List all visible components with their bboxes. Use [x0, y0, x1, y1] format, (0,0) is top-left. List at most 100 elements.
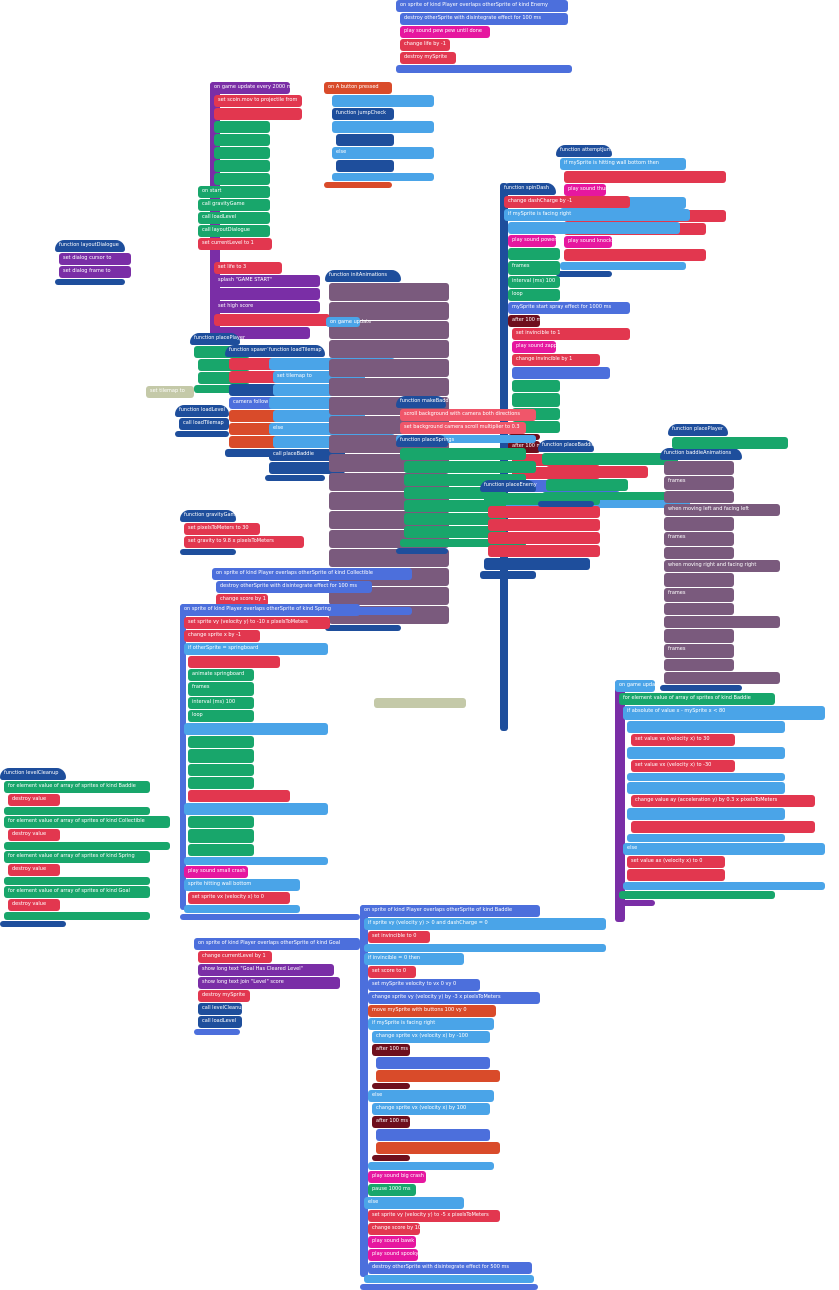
on-a-pressed-stack-row-0[interactable] [324, 82, 392, 94]
overlap-spring-stack-row-17[interactable] [188, 829, 254, 843]
right-update-stack-row-16[interactable] [623, 882, 825, 890]
spin-dash-stack-row-3[interactable] [508, 222, 680, 234]
on-a-pressed-stack-row-6[interactable] [336, 160, 394, 172]
spin-dash-stack-row-1[interactable] [504, 196, 630, 208]
on-start-stack-row-1[interactable] [198, 199, 270, 211]
overlap-spring-stack-row-16[interactable] [188, 816, 254, 828]
baddie-animations-stack-row-6[interactable] [664, 532, 734, 546]
overlap-collectible-stack-row-2[interactable] [216, 594, 268, 606]
overlap-spring-stack-row-12[interactable] [188, 764, 254, 776]
overlap-goal-stack-row-4[interactable] [198, 990, 250, 1002]
attempt-jump-stack-row-9[interactable] [560, 262, 686, 270]
overlap-enemy-stack-row-4[interactable] [400, 52, 456, 64]
layout-dialogue-stack-row-2[interactable] [59, 266, 131, 278]
spin-dash-stack-row-14[interactable] [512, 367, 610, 379]
init-animations-stack-row-4[interactable] [329, 340, 449, 358]
baddie-animations-stack-row-17[interactable] [660, 685, 742, 691]
spin-dash-stack-row-11[interactable] [512, 328, 630, 340]
overlap-spring-stack-row-13[interactable] [188, 777, 254, 789]
make-baddie-stack-row-2[interactable] [400, 422, 526, 434]
overlap-spring-stack-row-8[interactable] [188, 710, 254, 722]
overlap-baddie-stack-row-23[interactable] [368, 1184, 416, 1196]
right-update-stack-row-18[interactable] [615, 900, 655, 906]
overlap-spring-stack-row-2[interactable] [184, 630, 260, 642]
attempt-jump-stack-row-0[interactable] [556, 145, 612, 157]
right-update-stack-row-1[interactable] [619, 693, 775, 705]
load-tilemap-stack-row-8[interactable] [269, 449, 345, 461]
spin-dash-stack-row-9[interactable] [508, 302, 630, 314]
on-start-stack-row-2[interactable] [198, 212, 270, 224]
baddie-animations-stack-row-8[interactable] [664, 560, 780, 572]
level-cleanup-stack-row-0[interactable] [0, 768, 66, 780]
overlap-spring-stack-row-4[interactable] [188, 656, 280, 668]
load-tilemap-stack-row-0[interactable] [265, 345, 325, 357]
overlap-baddie-stack-row-1[interactable] [364, 918, 606, 930]
place-baddie-stack-row-4[interactable] [542, 492, 678, 500]
on-start-stack-row-4[interactable] [198, 238, 272, 250]
load-tilemap-stack-row-9[interactable] [269, 462, 345, 474]
overlap-spring-stack-row-23[interactable] [184, 905, 300, 913]
place-springs-stack-row-8[interactable] [400, 539, 526, 547]
game-update-stack-row-3[interactable] [214, 121, 270, 133]
overlap-spring-frame[interactable] [180, 604, 186, 910]
spin-dash-stack-row-4[interactable] [508, 235, 556, 247]
make-baddie-stack-row-3[interactable] [396, 435, 536, 443]
overlap-spring-stack-row-19[interactable] [184, 857, 328, 865]
attempt-jump-stack-row-7[interactable] [564, 236, 612, 248]
level-cleanup-stack-row-8[interactable] [8, 864, 60, 876]
spin-dash-stack-row-12[interactable] [512, 341, 556, 353]
game-update-stack-row-1[interactable] [214, 95, 302, 107]
baddie-animations-stack-row-12[interactable] [664, 616, 780, 628]
spawn-player-stack-row-5[interactable] [229, 410, 285, 422]
baddie-animations-stack-row-4[interactable] [664, 504, 780, 516]
level-cleanup-stack-row-5[interactable] [8, 829, 60, 841]
on-start-stack-row-3[interactable] [198, 225, 270, 237]
overlap-baddie-stack-row-26[interactable] [368, 1223, 420, 1235]
level-cleanup-stack-row-11[interactable] [8, 899, 60, 911]
baddie-animations-stack-row-2[interactable] [664, 476, 734, 490]
on-a-pressed-stack-row-5[interactable] [332, 147, 434, 159]
right-update-stack-row-5[interactable] [627, 747, 785, 759]
right-update-stack-row-4[interactable] [631, 734, 735, 746]
overlap-baddie-stack-row-22[interactable] [368, 1171, 426, 1183]
attempt-jump-stack-row-8[interactable] [564, 249, 706, 261]
place-enemy-stack-row-4[interactable] [488, 532, 600, 544]
overlap-enemy-stack-row-3[interactable] [400, 39, 450, 51]
spin-dash-stack-row-0[interactable] [500, 183, 556, 195]
overlap-enemy-stack-row-2[interactable] [400, 26, 490, 38]
spin-dash-stack-row-6[interactable] [508, 261, 560, 275]
on-a-pressed-stack-row-3[interactable] [332, 121, 434, 133]
baddie-animations-stack-row-1[interactable] [664, 461, 734, 475]
overlap-spring-stack-row-0[interactable] [180, 604, 360, 616]
overlap-baddie-stack-row-29[interactable] [368, 1262, 532, 1274]
overlap-baddie-frame[interactable] [360, 905, 368, 1277]
baddie-animations-stack-row-13[interactable] [664, 629, 734, 643]
load-level-stack-row-2[interactable] [175, 431, 229, 437]
game-update-2-block[interactable] [326, 317, 360, 327]
level-cleanup-stack-row-2[interactable] [8, 794, 60, 806]
game-update-stack-row-4[interactable] [214, 134, 270, 146]
right-update-frame[interactable] [615, 680, 625, 922]
layout-dialogue-stack-row-3[interactable] [55, 279, 125, 285]
overlap-baddie-stack-row-24[interactable] [364, 1197, 464, 1209]
place-enemy-stack-row-7[interactable] [480, 571, 536, 579]
level-cleanup-stack-row-12[interactable] [4, 912, 150, 920]
place-springs-stack-row-6[interactable] [404, 513, 506, 525]
layout-dialogue-stack-row-1[interactable] [59, 253, 131, 265]
overlap-baddie-stack-row-30[interactable] [364, 1275, 534, 1283]
place-enemy-stack-row-2[interactable] [488, 506, 600, 518]
overlap-spring-stack-row-6[interactable] [188, 682, 254, 696]
overlap-enemy-stack-row-5[interactable] [396, 65, 572, 73]
level-cleanup-stack-row-7[interactable] [4, 851, 150, 863]
gravity-game-stack-row-2[interactable] [184, 536, 304, 548]
overlap-goal-stack-row-7[interactable] [194, 1029, 240, 1035]
spin-dash-stack-row-13[interactable] [512, 354, 600, 366]
overlap-baddie-stack-row-25[interactable] [368, 1210, 500, 1222]
spin-dash-stack-row-2[interactable] [504, 209, 690, 221]
place-baddie-stack-row-3[interactable] [546, 479, 628, 491]
overlap-baddie-stack-row-21[interactable] [368, 1162, 494, 1170]
level-cleanup-stack-row-1[interactable] [4, 781, 150, 793]
overlap-spring-stack-row-9[interactable] [184, 723, 328, 735]
place-springs-stack-row-0[interactable] [396, 435, 448, 447]
